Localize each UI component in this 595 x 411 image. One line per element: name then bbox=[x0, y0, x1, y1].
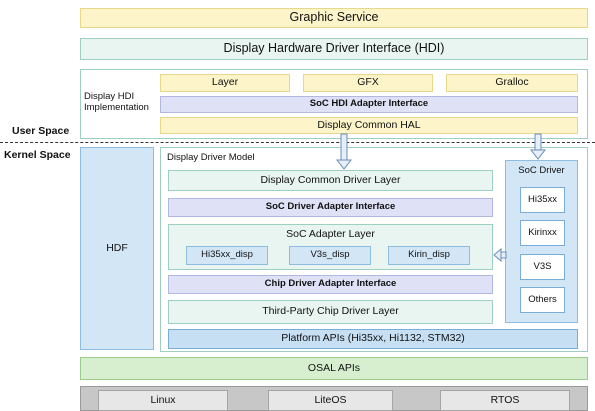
osal-apis-label: OSAL APIs bbox=[307, 361, 361, 374]
display-hdi-implementation-label: Display HDI Implementation bbox=[84, 91, 149, 113]
hi35xx-disp-module: Hi35xx_disp bbox=[186, 246, 268, 265]
layer-module: Layer bbox=[160, 74, 290, 92]
user-space-label: User Space bbox=[12, 125, 70, 137]
gfx-label: GFX bbox=[357, 76, 379, 89]
hdf-block: HDF bbox=[80, 147, 154, 350]
rtos-label: RTOS bbox=[490, 393, 520, 406]
display-common-driver-layer-label: Display Common Driver Layer bbox=[260, 173, 401, 186]
kirinxx-chip: Kirinxx bbox=[520, 220, 565, 246]
hi35xx-label: Hi35xx bbox=[527, 193, 558, 205]
third-party-chip-driver-layer: Third-Party Chip Driver Layer bbox=[168, 300, 493, 324]
v3s-label: V3S bbox=[533, 260, 552, 272]
kirinxx-label: Kirinxx bbox=[528, 226, 557, 238]
layer-label: Layer bbox=[211, 76, 239, 89]
kernel-space-label: Kernel Space bbox=[4, 149, 71, 161]
linux-kernel: Linux bbox=[98, 390, 228, 411]
gralloc-label: Gralloc bbox=[495, 76, 529, 89]
v3s-chip: V3S bbox=[520, 254, 565, 280]
hdi-label: Display Hardware Driver Interface (HDI) bbox=[223, 41, 445, 56]
osal-apis-layer: OSAL APIs bbox=[80, 357, 588, 380]
soc-driver-label: SoC Driver bbox=[518, 165, 565, 176]
hdf-label: HDF bbox=[106, 241, 128, 254]
gralloc-module: Gralloc bbox=[446, 74, 578, 92]
graphic-service-layer: Graphic Service bbox=[80, 8, 588, 28]
chip-driver-adapter-interface: Chip Driver Adapter Interface bbox=[168, 275, 493, 294]
platform-apis-label: Platform APIs (Hi35xx, Hi1132, STM32) bbox=[281, 332, 465, 345]
kirin-disp-label: Kirin_disp bbox=[408, 249, 450, 261]
hi35xx-chip: Hi35xx bbox=[520, 187, 565, 213]
space-divider bbox=[0, 142, 595, 143]
display-common-hal: Display Common HAL bbox=[160, 117, 578, 134]
third-party-chip-label: Third-Party Chip Driver Layer bbox=[262, 305, 399, 318]
display-common-hal-label: Display Common HAL bbox=[317, 118, 421, 131]
rtos-kernel: RTOS bbox=[440, 390, 570, 411]
chip-driver-adapter-label: Chip Driver Adapter Interface bbox=[264, 278, 397, 290]
display-common-driver-layer: Display Common Driver Layer bbox=[168, 170, 493, 191]
hdi-layer: Display Hardware Driver Interface (HDI) bbox=[80, 38, 588, 60]
soc-hdi-adapter-label: SoC HDI Adapter Interface bbox=[309, 98, 429, 110]
v3s-disp-module: V3s_disp bbox=[289, 246, 371, 265]
kirin-disp-module: Kirin_disp bbox=[388, 246, 470, 265]
gfx-module: GFX bbox=[303, 74, 433, 92]
platform-apis: Platform APIs (Hi35xx, Hi1132, STM32) bbox=[168, 329, 578, 349]
hi35xx-disp-label: Hi35xx_disp bbox=[201, 249, 253, 261]
others-chip: Others bbox=[520, 287, 565, 313]
linux-label: Linux bbox=[150, 393, 176, 406]
graphic-service-label: Graphic Service bbox=[289, 10, 379, 25]
liteos-label: LiteOS bbox=[314, 393, 347, 406]
display-driver-model-label: Display Driver Model bbox=[167, 152, 255, 163]
soc-hdi-adapter-interface: SoC HDI Adapter Interface bbox=[160, 96, 578, 113]
soc-driver-adapter-label: SoC Driver Adapter Interface bbox=[265, 201, 396, 213]
v3s-disp-label: V3s_disp bbox=[310, 249, 350, 261]
liteos-kernel: LiteOS bbox=[268, 390, 393, 411]
soc-driver-adapter-interface: SoC Driver Adapter Interface bbox=[168, 198, 493, 217]
others-label: Others bbox=[528, 293, 557, 305]
soc-adapter-layer-label: SoC Adapter Layer bbox=[286, 228, 375, 240]
